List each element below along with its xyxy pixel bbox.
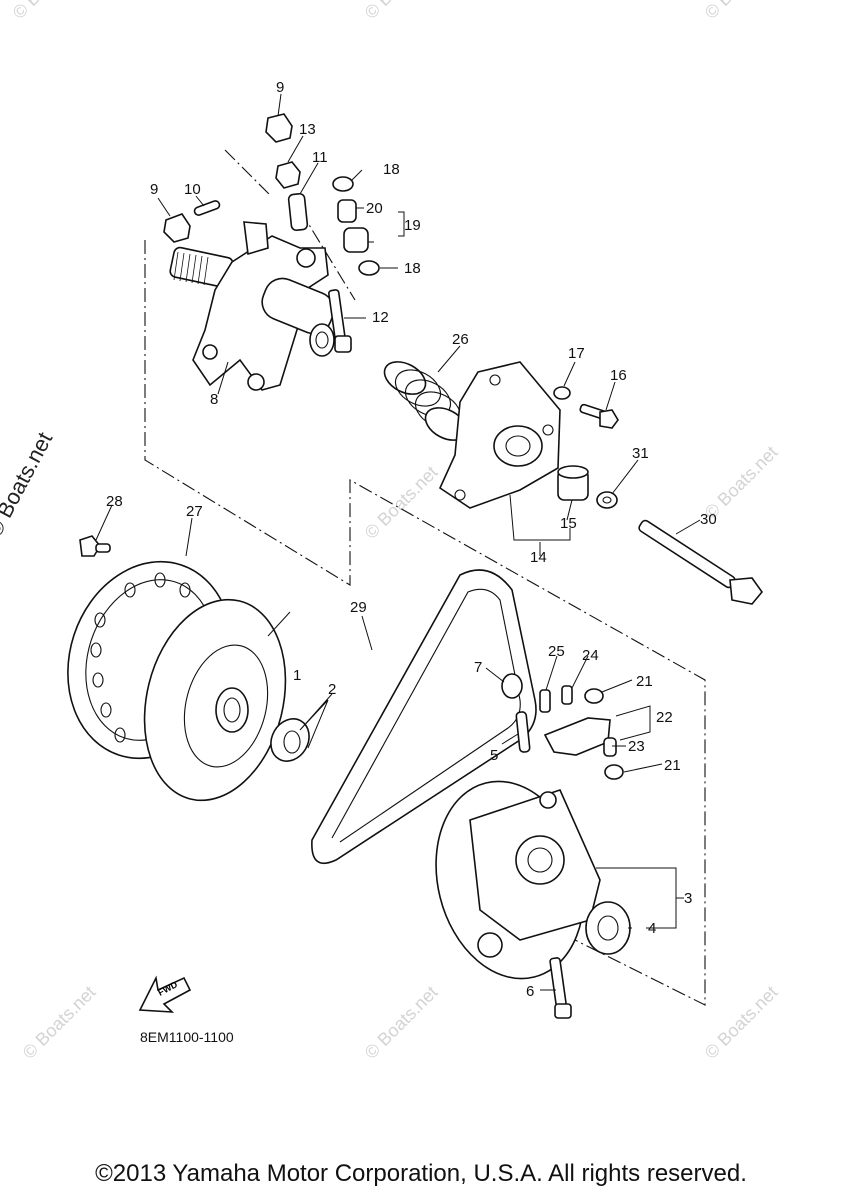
belt-part-29 xyxy=(311,569,537,865)
background-watermarks: © Boats.net © Boats.net © Boats.net © Bo… xyxy=(9,0,782,1063)
callout-30: 30 xyxy=(700,511,717,528)
callout-26: 26 xyxy=(452,331,469,348)
bushing-parts-18-19-20 xyxy=(332,176,380,276)
callout-19: 19 xyxy=(404,217,421,234)
callout-9: 9 xyxy=(276,79,284,96)
nut-part-13 xyxy=(275,161,301,189)
callout-18: 18 xyxy=(383,161,400,178)
callout-28: 28 xyxy=(106,493,123,510)
callout-29: 29 xyxy=(350,599,367,616)
bolt-part-6 xyxy=(549,957,572,1019)
spring-part-26 xyxy=(383,361,468,441)
bolt-part-16 xyxy=(579,403,619,429)
watermark-text: © Boats.net xyxy=(701,982,782,1063)
diagram-code: 8EM1100-1100 xyxy=(140,1029,234,1045)
shoe-part-9 xyxy=(163,113,293,243)
callout-numbers: 1 2 3 4 5 6 7 8 9 9 10 11 12 13 14 15 16… xyxy=(106,79,717,1000)
watermark-text: © Boats.net xyxy=(361,982,442,1063)
callout-17: 17 xyxy=(568,345,585,362)
cover-part-14 xyxy=(438,361,561,509)
watermark-text: © Boats.net xyxy=(361,0,442,23)
callout-21b: 21 xyxy=(664,757,681,774)
callout-9b: 9 xyxy=(150,181,158,198)
callout-13: 13 xyxy=(299,121,316,138)
callout-1: 1 xyxy=(293,667,301,684)
callout-8: 8 xyxy=(210,391,218,408)
callout-18b: 18 xyxy=(404,260,421,277)
callout-5: 5 xyxy=(490,747,498,764)
callout-24: 24 xyxy=(582,647,599,664)
sheave-part-1 xyxy=(143,598,287,802)
callout-21: 21 xyxy=(636,673,653,690)
callout-15: 15 xyxy=(560,515,577,532)
callout-25: 25 xyxy=(548,643,565,660)
callout-14: 14 xyxy=(530,549,547,566)
pin-part-5 xyxy=(515,711,531,753)
weight-parts-21-25 xyxy=(539,685,624,780)
bushing-part-2 xyxy=(270,718,310,762)
callout-20: 20 xyxy=(366,200,383,217)
copyright-footer: ©2013 Yamaha Motor Corporation, U.S.A. A… xyxy=(95,1160,747,1187)
collar-part-11 xyxy=(287,192,309,232)
callout-2: 2 xyxy=(328,681,336,698)
watermark-text: © Boats.net xyxy=(19,982,100,1063)
fwd-arrow-icon: FWD xyxy=(138,975,192,1013)
bolt-part-12 xyxy=(328,289,352,353)
callout-7: 7 xyxy=(474,659,482,676)
assembly-lines xyxy=(144,149,706,1006)
callout-leaders xyxy=(95,93,701,991)
callout-31: 31 xyxy=(632,445,649,462)
parts-diagram: © Boats.net © Boats.net © Boats.net © Bo… xyxy=(9,0,782,1063)
callout-4: 4 xyxy=(648,920,656,937)
plug-part-7 xyxy=(501,673,523,699)
callout-27: 27 xyxy=(186,503,203,520)
bushing-part-15 xyxy=(557,465,589,501)
callout-16: 16 xyxy=(610,367,627,384)
spider-part-8 xyxy=(169,221,335,391)
pin-part-10 xyxy=(193,200,221,216)
watermark-text: © Boats.net xyxy=(9,0,90,23)
callout-6: 6 xyxy=(526,983,534,1000)
bolt-part-30 xyxy=(638,519,764,605)
callout-23: 23 xyxy=(628,738,645,755)
callout-3: 3 xyxy=(684,890,692,907)
moveable-sheave-part-3 xyxy=(435,780,601,980)
washer-part-17 xyxy=(553,386,571,400)
callout-10: 10 xyxy=(184,181,201,198)
callout-11: 11 xyxy=(312,149,328,166)
washer-part-31 xyxy=(596,491,618,509)
callout-22: 22 xyxy=(656,709,673,726)
watermark-text: © Boats.net xyxy=(361,462,442,543)
callout-12: 12 xyxy=(372,309,389,326)
bushing-part-4 xyxy=(585,901,631,955)
watermark-text: © Boats.net xyxy=(701,0,782,23)
bolt-part-28 xyxy=(79,535,111,557)
